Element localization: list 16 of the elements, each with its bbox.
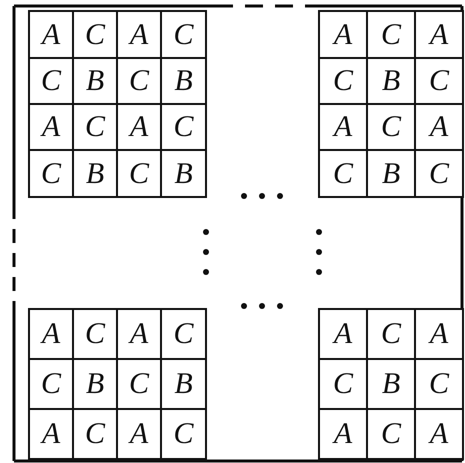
grid-cell: A: [318, 308, 368, 360]
grid-cell: C: [160, 10, 207, 59]
grid-cell: A: [414, 408, 464, 460]
grid-cell: A: [28, 308, 74, 360]
grid-cell: A: [414, 10, 464, 59]
grid-cell: A: [318, 408, 368, 460]
grid-cell: C: [160, 408, 207, 460]
grid-cell: A: [28, 10, 74, 59]
grid-cell: A: [28, 408, 74, 460]
grid-cell: C: [160, 308, 207, 360]
grid-cell: A: [318, 10, 368, 59]
grid-cell: A: [414, 308, 464, 360]
grid-cell: B: [160, 149, 207, 198]
grid-cell: C: [414, 149, 464, 198]
grid-cell: C: [28, 149, 74, 198]
grid-cell: C: [318, 149, 368, 198]
